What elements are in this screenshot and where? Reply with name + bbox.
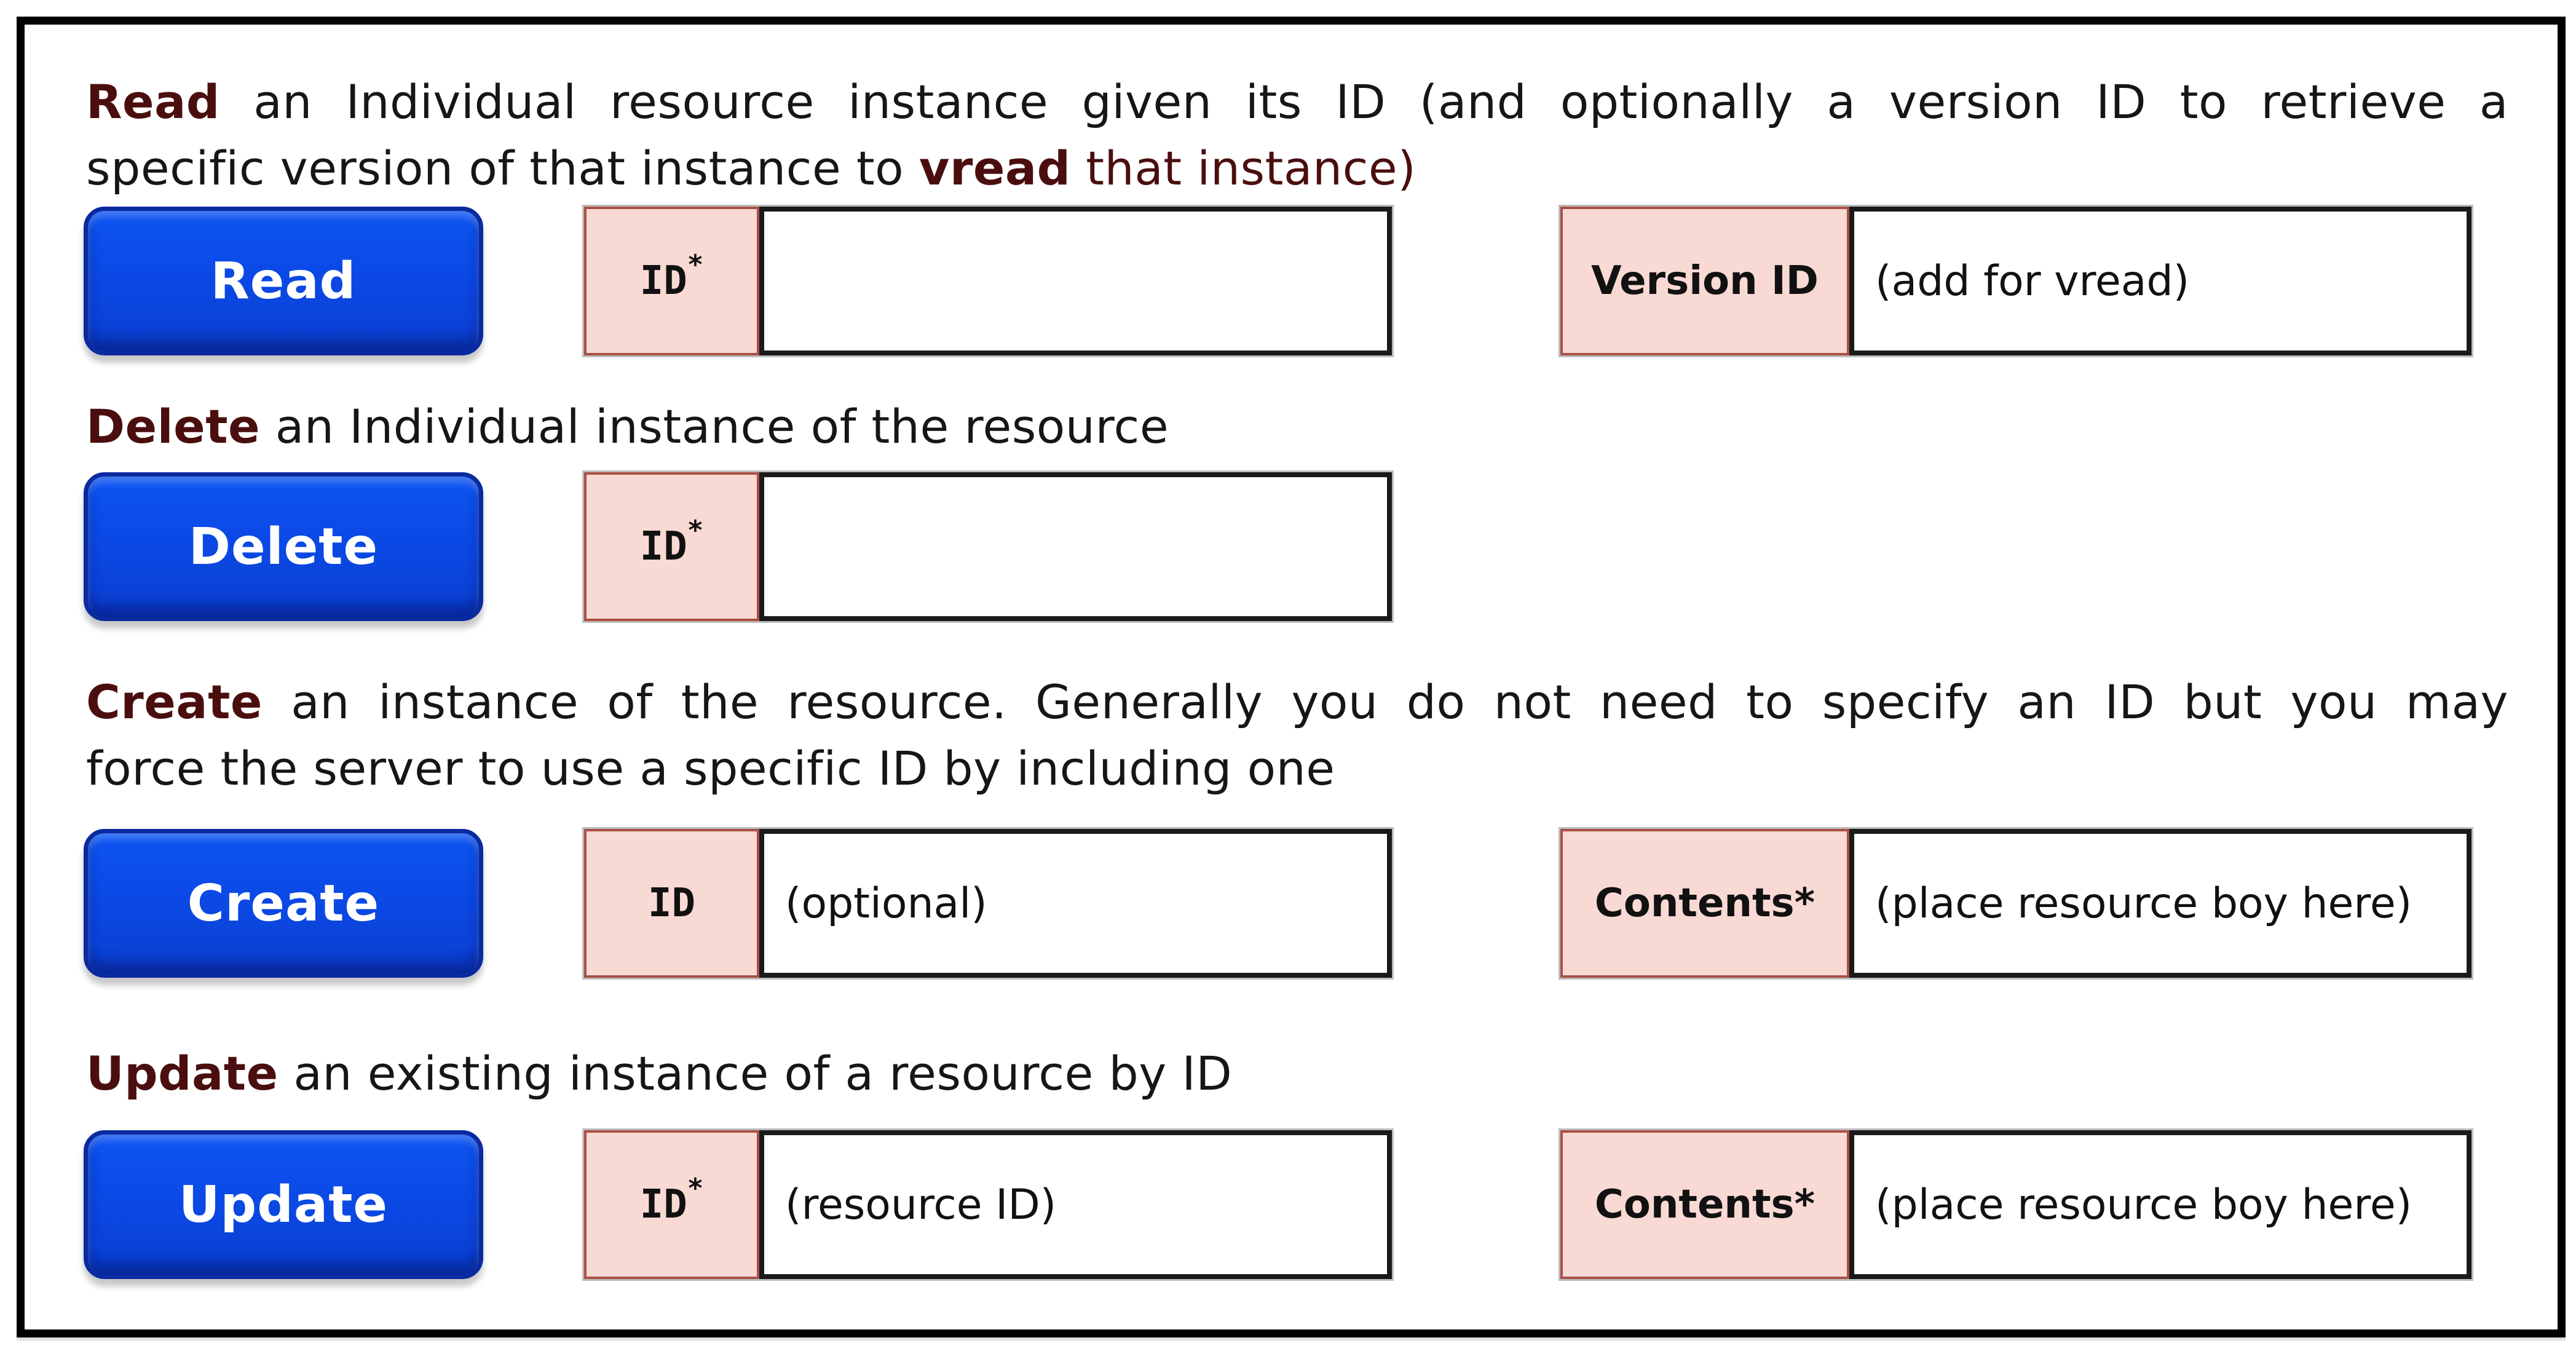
read-id-field: ID* [582, 205, 1394, 357]
create-id-label: ID [584, 829, 759, 978]
create-contents-label: Contents* [1560, 829, 1849, 978]
read-version-input[interactable]: (add for vread) [1849, 207, 2471, 355]
create-button-label: Create [187, 874, 380, 933]
read-description-line2: specific version of that instance to vre… [86, 135, 2508, 202]
delete-keyword: Delete [86, 399, 261, 454]
delete-description-text: an Individual instance of the resource [260, 399, 1169, 454]
delete-id-label: ID* [584, 472, 759, 621]
update-id-input[interactable]: (resource ID) [759, 1130, 1392, 1279]
update-description: Update an existing instance of a resourc… [86, 1040, 2508, 1107]
outer-frame [17, 17, 2566, 1337]
read-description-line1: Read an Individual resource instance giv… [86, 69, 2508, 135]
update-id-field: ID* (resource ID) [582, 1128, 1394, 1281]
create-description-line2: force the server to use a specific ID by… [86, 735, 2508, 802]
delete-id-input[interactable] [759, 472, 1392, 621]
create-description-text2: force the server to use a specific ID by… [86, 741, 1335, 796]
read-description-tail: that instance) [1070, 141, 1416, 196]
update-id-label-text: ID [639, 1182, 687, 1227]
read-version-label: Version ID [1560, 207, 1849, 355]
delete-id-field: ID* [582, 470, 1394, 623]
delete-button-label: Delete [188, 517, 379, 576]
create-description: Create an instance of the resource. Gene… [86, 669, 2508, 802]
update-contents-label: Contents* [1560, 1130, 1849, 1279]
update-contents-field: Contents* (place resource boy here) [1559, 1128, 2473, 1281]
create-description-line1: Create an instance of the resource. Gene… [86, 669, 2508, 735]
create-button[interactable]: Create [84, 829, 483, 978]
update-keyword: Update [86, 1046, 279, 1101]
vread-keyword: vread [919, 141, 1071, 196]
create-id-label-text: ID [647, 881, 696, 926]
create-id-input[interactable]: (optional) [759, 829, 1392, 978]
update-contents-input[interactable]: (place resource boy here) [1849, 1130, 2471, 1279]
update-description-text: an existing instance of a resource by ID [278, 1046, 1233, 1101]
create-id-field: ID (optional) [582, 827, 1394, 980]
update-contents-label-text: Contents* [1594, 1182, 1815, 1227]
delete-description-line1: Delete an Individual instance of the res… [86, 394, 2508, 460]
read-version-label-text: Version ID [1591, 258, 1819, 304]
create-keyword: Create [86, 675, 263, 729]
read-button-label: Read [210, 252, 357, 311]
read-description: Read an Individual resource instance giv… [86, 69, 2508, 202]
update-button[interactable]: Update [84, 1130, 483, 1279]
delete-id-label-text: ID [639, 524, 687, 569]
create-contents-input[interactable]: (place resource boy here) [1849, 829, 2471, 978]
update-id-label: ID* [584, 1130, 759, 1279]
create-contents-label-text: Contents* [1594, 881, 1815, 926]
read-keyword: Read [86, 74, 220, 129]
read-id-input[interactable] [759, 207, 1392, 355]
read-description-text1: an Individual resource instance given it… [219, 74, 2508, 129]
read-version-field: Version ID (add for vread) [1559, 205, 2473, 357]
read-id-label: ID* [584, 207, 759, 355]
delete-button[interactable]: Delete [84, 472, 483, 621]
create-description-text1: an instance of the resource. Generally y… [262, 675, 2508, 729]
update-button-label: Update [178, 1175, 389, 1234]
read-description-text2: specific version of that instance to [86, 141, 919, 196]
read-button[interactable]: Read [84, 207, 483, 355]
delete-description: Delete an Individual instance of the res… [86, 394, 2508, 460]
update-description-line1: Update an existing instance of a resourc… [86, 1040, 2508, 1107]
read-id-label-text: ID [639, 258, 687, 304]
create-contents-field: Contents* (place resource boy here) [1559, 827, 2473, 980]
